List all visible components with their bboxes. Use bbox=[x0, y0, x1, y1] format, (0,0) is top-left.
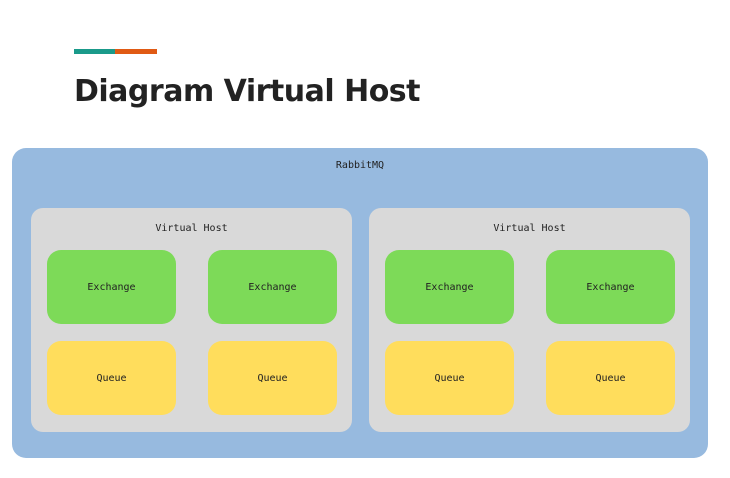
exchange-label: Exchange bbox=[248, 281, 297, 293]
rabbitmq-container: RabbitMQ Virtual Host Exchange Exchange … bbox=[12, 148, 708, 458]
exchange-label: Exchange bbox=[586, 281, 635, 293]
title-accent-bar bbox=[74, 49, 157, 54]
accent-bar-teal-segment bbox=[74, 49, 115, 54]
queue-node: Queue bbox=[385, 341, 514, 415]
queue-label: Queue bbox=[434, 372, 465, 384]
virtual-host-box: Virtual Host Exchange Exchange Queue Que… bbox=[369, 208, 690, 432]
exchange-node: Exchange bbox=[546, 250, 675, 324]
accent-bar-orange-segment bbox=[115, 49, 157, 54]
queue-node: Queue bbox=[208, 341, 337, 415]
page-title: Diagram Virtual Host bbox=[74, 74, 421, 109]
queue-label: Queue bbox=[257, 372, 288, 384]
exchange-node: Exchange bbox=[208, 250, 337, 324]
virtual-host-box: Virtual Host Exchange Exchange Queue Que… bbox=[31, 208, 352, 432]
queue-label: Queue bbox=[595, 372, 626, 384]
exchange-node: Exchange bbox=[385, 250, 514, 324]
virtual-host-label: Virtual Host bbox=[493, 223, 566, 234]
queue-node: Queue bbox=[47, 341, 176, 415]
exchange-node: Exchange bbox=[47, 250, 176, 324]
queue-label: Queue bbox=[96, 372, 127, 384]
virtual-host-label: Virtual Host bbox=[155, 223, 228, 234]
exchange-label: Exchange bbox=[87, 281, 136, 293]
queue-node: Queue bbox=[546, 341, 675, 415]
rabbitmq-label: RabbitMQ bbox=[335, 160, 385, 171]
exchange-label: Exchange bbox=[425, 281, 474, 293]
